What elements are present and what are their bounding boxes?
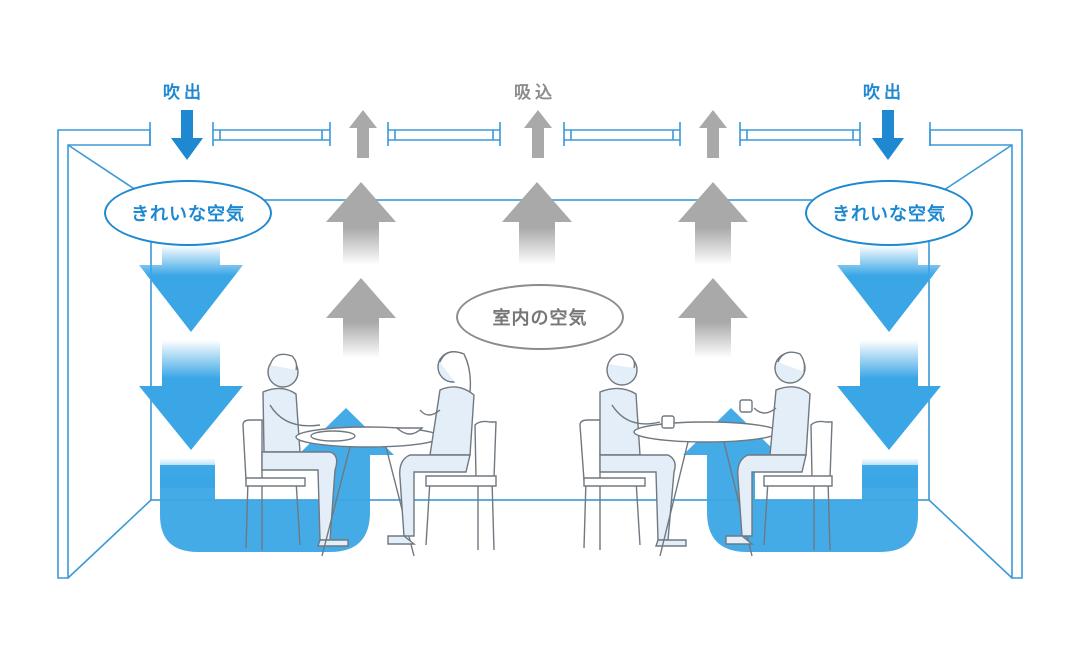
airflow-arrow-icon xyxy=(139,245,243,332)
down-arrow-icon xyxy=(872,110,904,160)
intake-label: 吸込 xyxy=(514,83,556,103)
up-arrow-icon xyxy=(349,110,377,158)
ceiling-duct xyxy=(149,122,931,146)
clean-air-bubble-right: きれいな空気 xyxy=(805,180,973,246)
table xyxy=(633,399,779,557)
person xyxy=(599,353,687,547)
person xyxy=(261,353,349,547)
down-arrow-icon xyxy=(171,110,203,160)
chair xyxy=(242,419,306,550)
chair xyxy=(579,419,646,550)
airflow-arrow-icon xyxy=(837,245,941,332)
room-air-bubble: 室内の空気 xyxy=(456,284,624,350)
airflow-arrow-icon xyxy=(139,340,243,450)
clean-air-bubble-left: きれいな空気 xyxy=(104,180,272,246)
up-arrow-icon xyxy=(699,110,727,158)
left-dining-group xyxy=(242,351,497,557)
person xyxy=(387,351,475,545)
room-air-flow xyxy=(326,182,748,358)
table xyxy=(295,426,441,557)
chair xyxy=(763,420,833,551)
outlet-label-right: 吹出 xyxy=(863,83,905,103)
person xyxy=(725,351,811,545)
outlet-label-left: 吹出 xyxy=(163,83,205,103)
chair xyxy=(425,420,497,551)
right-dining-group xyxy=(579,351,833,557)
airflow-arrow-icon xyxy=(837,340,941,450)
up-arrow-icon xyxy=(524,110,552,158)
